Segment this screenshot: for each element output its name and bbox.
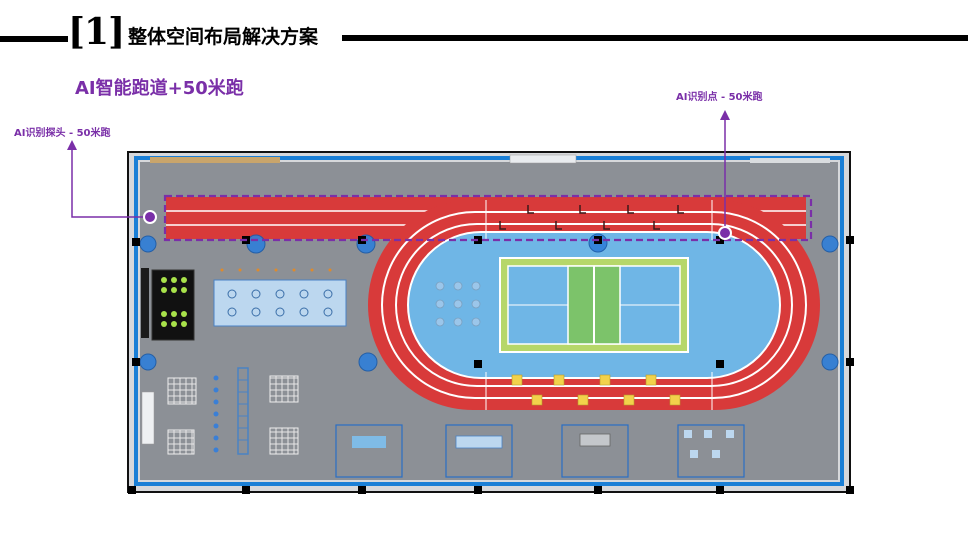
field-markers: [435, 281, 481, 327]
grid-square-4: [269, 427, 299, 455]
header-rule-left: [0, 36, 68, 42]
station-1: [335, 424, 403, 478]
ai-point-label: AI识别点 - 50米跑: [676, 92, 763, 103]
grid-square-1: [167, 377, 197, 405]
left-screen: [141, 268, 149, 338]
point-marker: [718, 226, 732, 240]
header-rule-right: [342, 35, 968, 41]
wall-panel: [509, 154, 577, 164]
agility-ladder: [237, 367, 249, 455]
probe-leader-line: [71, 148, 150, 218]
grid-square-2: [269, 375, 299, 403]
score-board-lights: [161, 277, 187, 327]
station-4: [677, 424, 745, 478]
grid-square-3: [167, 429, 195, 455]
training-mat: [213, 279, 347, 327]
hurdles: [499, 205, 684, 230]
station-2: [445, 424, 513, 478]
section-number: [1]: [68, 11, 125, 53]
cone-dots: [213, 375, 219, 453]
probe-arrow-head: [67, 140, 77, 150]
wall-shelf: [150, 157, 280, 163]
left-wall-board: [141, 391, 155, 445]
probe-marker: [143, 210, 157, 224]
yellow-pads: [511, 374, 681, 406]
page-title: 整体空间布局解决方案: [128, 26, 319, 48]
station-3: [561, 424, 629, 478]
section-subtitle: AI智能跑道+50米跑: [75, 78, 244, 99]
point-arrow-head: [720, 110, 730, 120]
ai-probe-label: AI识别探头 - 50米跑: [14, 128, 111, 139]
ai-zone-highlight: [163, 194, 813, 242]
orange-dots: [220, 268, 332, 272]
wall-panel-right: [750, 158, 830, 163]
mat-icons: [227, 289, 333, 317]
blue-wall-strip: [134, 156, 844, 486]
